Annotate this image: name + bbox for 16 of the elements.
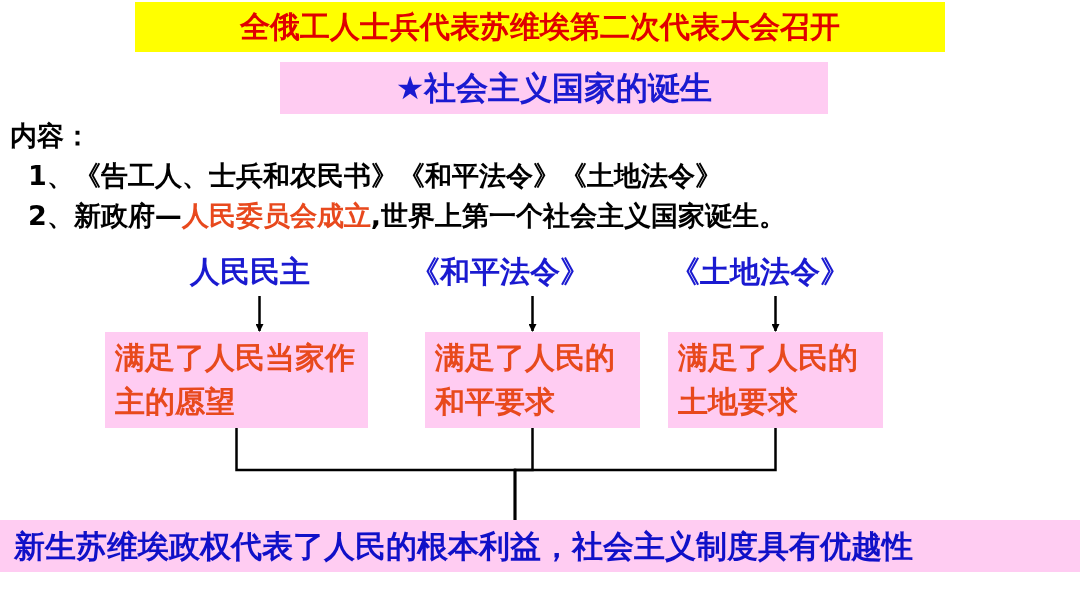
heading-text: 内容： [10,119,91,153]
connector-line [513,428,777,520]
arrow [528,296,537,332]
conclusion-banner: 新生苏维埃政权代表了人民的根本利益，社会主义制度具有优越性 [0,520,1080,572]
list-item: 2、新政府—人民委员会成立,世界上第一个社会主义国家诞生。 [28,199,787,233]
list-item: 1、《告工人、士兵和农民书》《和平法令》《土地法令》 [28,159,722,193]
title-banner: 全俄工人士兵代表苏维埃第二次代表大会召开 [135,2,945,52]
heading-text: 人民民主 [160,252,340,292]
arrow [771,296,780,332]
text-box: 满足了人民的和平要求 [425,332,640,428]
text-box: 满足了人民的土地要求 [668,332,883,428]
heading-text: 《和平法令》 [395,252,605,292]
subtitle-banner: ★社会主义国家的诞生 [280,62,828,114]
arrow [255,296,264,332]
text-box: 满足了人民当家作主的愿望 [105,332,368,428]
heading-text: 《土地法令》 [655,252,865,292]
